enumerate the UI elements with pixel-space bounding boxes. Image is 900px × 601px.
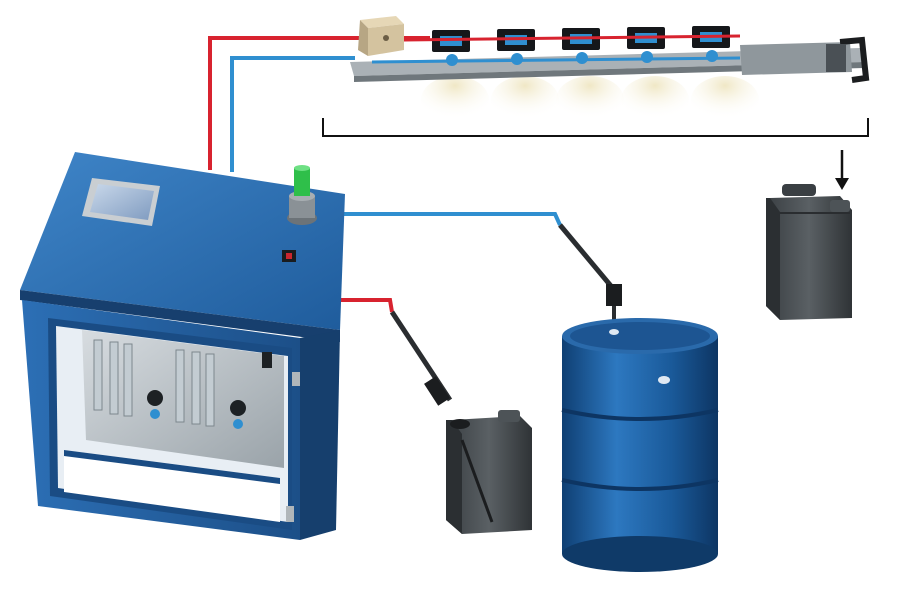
suction-lance-drum (558, 223, 622, 332)
supply-line-red (208, 36, 430, 313)
supply-canister (446, 410, 532, 534)
valve-block (262, 352, 272, 368)
door-hinge (286, 506, 294, 522)
spray-bar (350, 16, 870, 124)
chemical-drum (561, 318, 719, 572)
nozzle-valve (432, 30, 470, 66)
spray-bar-handle (839, 36, 870, 83)
suction-lance-small (389, 310, 453, 406)
spray-range-bracket (322, 118, 869, 137)
dosing-pump (175, 349, 246, 429)
power-switch-icon (282, 250, 296, 262)
spray-mist (421, 76, 489, 124)
control-cabinet (20, 152, 345, 540)
door-hinge (292, 372, 300, 386)
bar-return-manifold (371, 56, 741, 64)
bar-supply-manifold (403, 34, 741, 42)
spray-bar-rail (350, 48, 864, 76)
spray-mist (621, 76, 689, 124)
junction-box (358, 16, 404, 56)
spray-mist (691, 76, 759, 124)
return-line-blue (230, 56, 562, 226)
spray-mist (491, 76, 559, 124)
status-light-icon (287, 165, 317, 225)
collection-canister (766, 184, 852, 320)
hmi-touch-screen (82, 178, 160, 226)
drum-bung (658, 376, 670, 384)
spray-mist (556, 76, 624, 124)
dosing-pump (93, 339, 163, 419)
arrow-down-icon (835, 150, 849, 190)
